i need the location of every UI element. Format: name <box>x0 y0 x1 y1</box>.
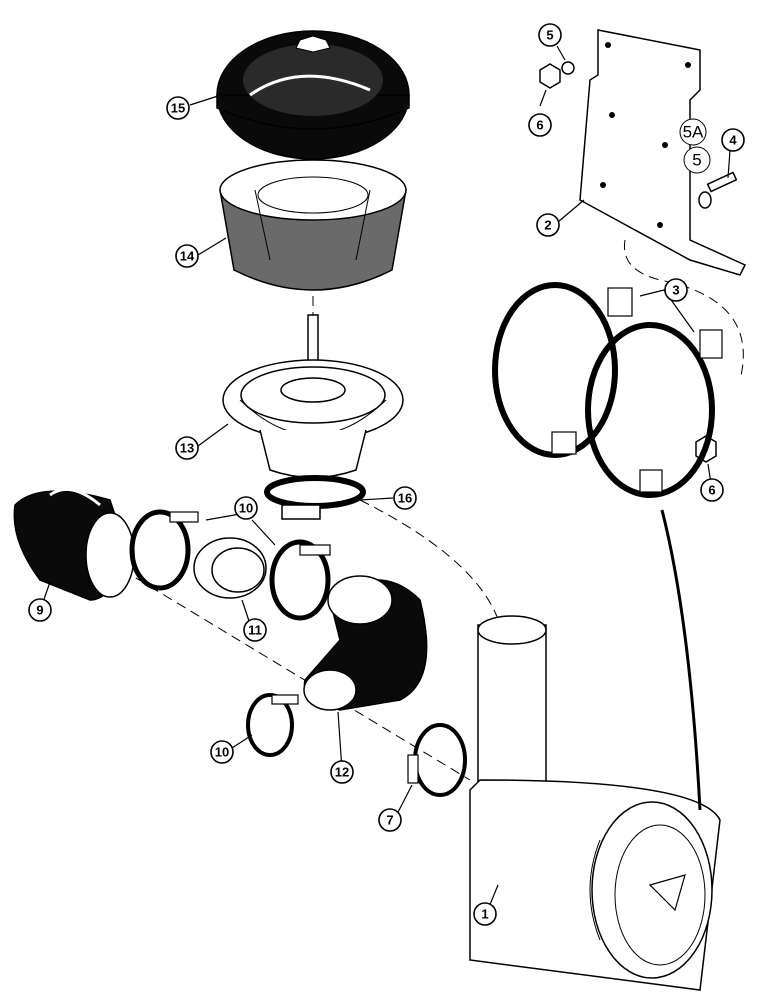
mounting-band-rear <box>585 322 723 498</box>
label-5A: 5A <box>679 118 707 146</box>
svg-text:3: 3 <box>672 283 679 298</box>
svg-text:9: 9 <box>36 603 43 618</box>
mounting-band-front <box>492 282 633 458</box>
svg-text:7: 7 <box>386 813 393 828</box>
svg-text:6: 6 <box>536 118 543 133</box>
callout-6-bottom: 6 <box>700 478 724 502</box>
callout-4: 4 <box>721 128 745 152</box>
hose-clamp-upper-right <box>269 539 331 621</box>
callout-13: 13 <box>175 436 199 460</box>
svg-text:4: 4 <box>729 133 737 148</box>
connector-hose <box>660 509 702 811</box>
svg-text:6: 6 <box>708 483 715 498</box>
callout-2: 2 <box>536 213 560 237</box>
hose-clamp-lower <box>246 693 299 757</box>
svg-text:11: 11 <box>248 623 262 638</box>
mounting-bracket <box>579 29 747 276</box>
callout-16: 16 <box>393 486 417 510</box>
hose-clamp-7 <box>407 723 467 797</box>
svg-text:10: 10 <box>215 745 229 760</box>
air-cleaner-body <box>469 615 721 991</box>
label-5: 5 <box>683 146 711 174</box>
callout-6-top: 6 <box>528 113 552 137</box>
svg-text:5A: 5A <box>683 123 704 142</box>
inlet-hood <box>13 487 135 601</box>
vane-assembly <box>222 314 404 479</box>
svg-text:15: 15 <box>171 101 185 116</box>
svg-text:12: 12 <box>335 765 349 780</box>
filter-element <box>219 159 407 291</box>
callout-5-top: 5 <box>538 23 562 47</box>
callout-10-lower: 10 <box>210 740 234 764</box>
elbow-hose <box>303 575 428 711</box>
callout-12: 12 <box>330 760 354 784</box>
svg-text:13: 13 <box>180 441 194 456</box>
callout-9: 9 <box>28 598 52 622</box>
sleeve-11 <box>193 537 267 599</box>
svg-text:2: 2 <box>544 218 551 233</box>
callout-7: 7 <box>378 808 402 832</box>
svg-text:5: 5 <box>692 151 701 170</box>
air-cleaner-cover <box>216 30 410 160</box>
callout-14: 14 <box>175 244 199 268</box>
callout-10-upper: 10 <box>234 496 258 520</box>
callout-1: 1 <box>473 902 497 926</box>
callout-3: 3 <box>664 278 688 302</box>
svg-text:16: 16 <box>398 491 412 506</box>
svg-text:10: 10 <box>239 501 253 516</box>
svg-text:1: 1 <box>481 907 488 922</box>
svg-text:5: 5 <box>546 28 553 43</box>
hose-clamp-upper-left <box>129 509 199 591</box>
callout-11: 11 <box>243 618 267 642</box>
hose-clamp-16 <box>264 475 366 520</box>
svg-text:14: 14 <box>180 249 195 264</box>
callout-15: 15 <box>166 96 190 120</box>
